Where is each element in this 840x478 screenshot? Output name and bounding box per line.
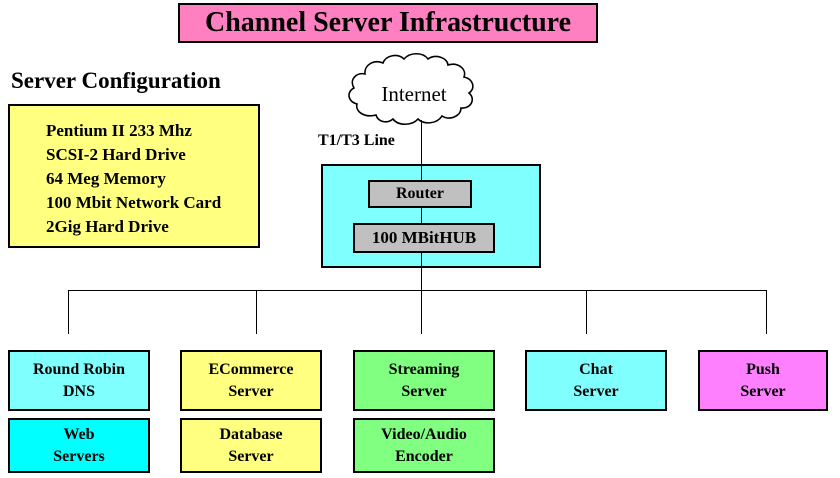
spec-scsi: SCSI-2 Hard Drive: [46, 145, 186, 164]
trunk-line-through-hub: [421, 166, 422, 268]
spec-network-card: 100 Mbit Network Card: [46, 193, 222, 212]
streaming-server-box: Streaming Server: [353, 350, 495, 411]
hub-box: 100 MBitHUB: [353, 223, 495, 253]
database-server-box: Database Server: [180, 418, 322, 473]
ecommerce-server-box: ECommerce Server: [180, 350, 322, 411]
bus-line: [68, 290, 767, 291]
spec-hard-drive: 2Gig Hard Drive: [46, 217, 169, 236]
diagram-title: Channel Server Infrastructure: [178, 3, 598, 43]
drop-line-chat: [586, 290, 587, 334]
server-configuration-heading: Server Configuration: [11, 68, 221, 93]
drop-line-streaming: [421, 290, 422, 334]
drop-line-ecommerce: [256, 290, 257, 334]
server-spec-box: Pentium II 233 Mhz SCSI-2 Hard Drive 64 …: [8, 104, 260, 248]
round-robin-dns-box: Round Robin DNS: [8, 350, 150, 411]
internet-cloud-icon: [343, 52, 485, 130]
internet-cloud-label: Internet: [381, 82, 447, 106]
drop-line-dns: [68, 290, 69, 334]
spec-cpu: Pentium II 233 Mhz: [46, 121, 192, 140]
spec-memory: 64 Meg Memory: [46, 169, 166, 188]
router-box: Router: [368, 180, 472, 208]
t1t3-line-label: T1/T3 Line: [318, 132, 395, 149]
push-server-box: Push Server: [698, 350, 828, 411]
drop-line-push: [766, 290, 767, 334]
web-servers-box: Web Servers: [8, 418, 150, 473]
video-audio-encoder-box: Video/Audio Encoder: [353, 418, 495, 473]
chat-server-box: Chat Server: [525, 350, 667, 411]
